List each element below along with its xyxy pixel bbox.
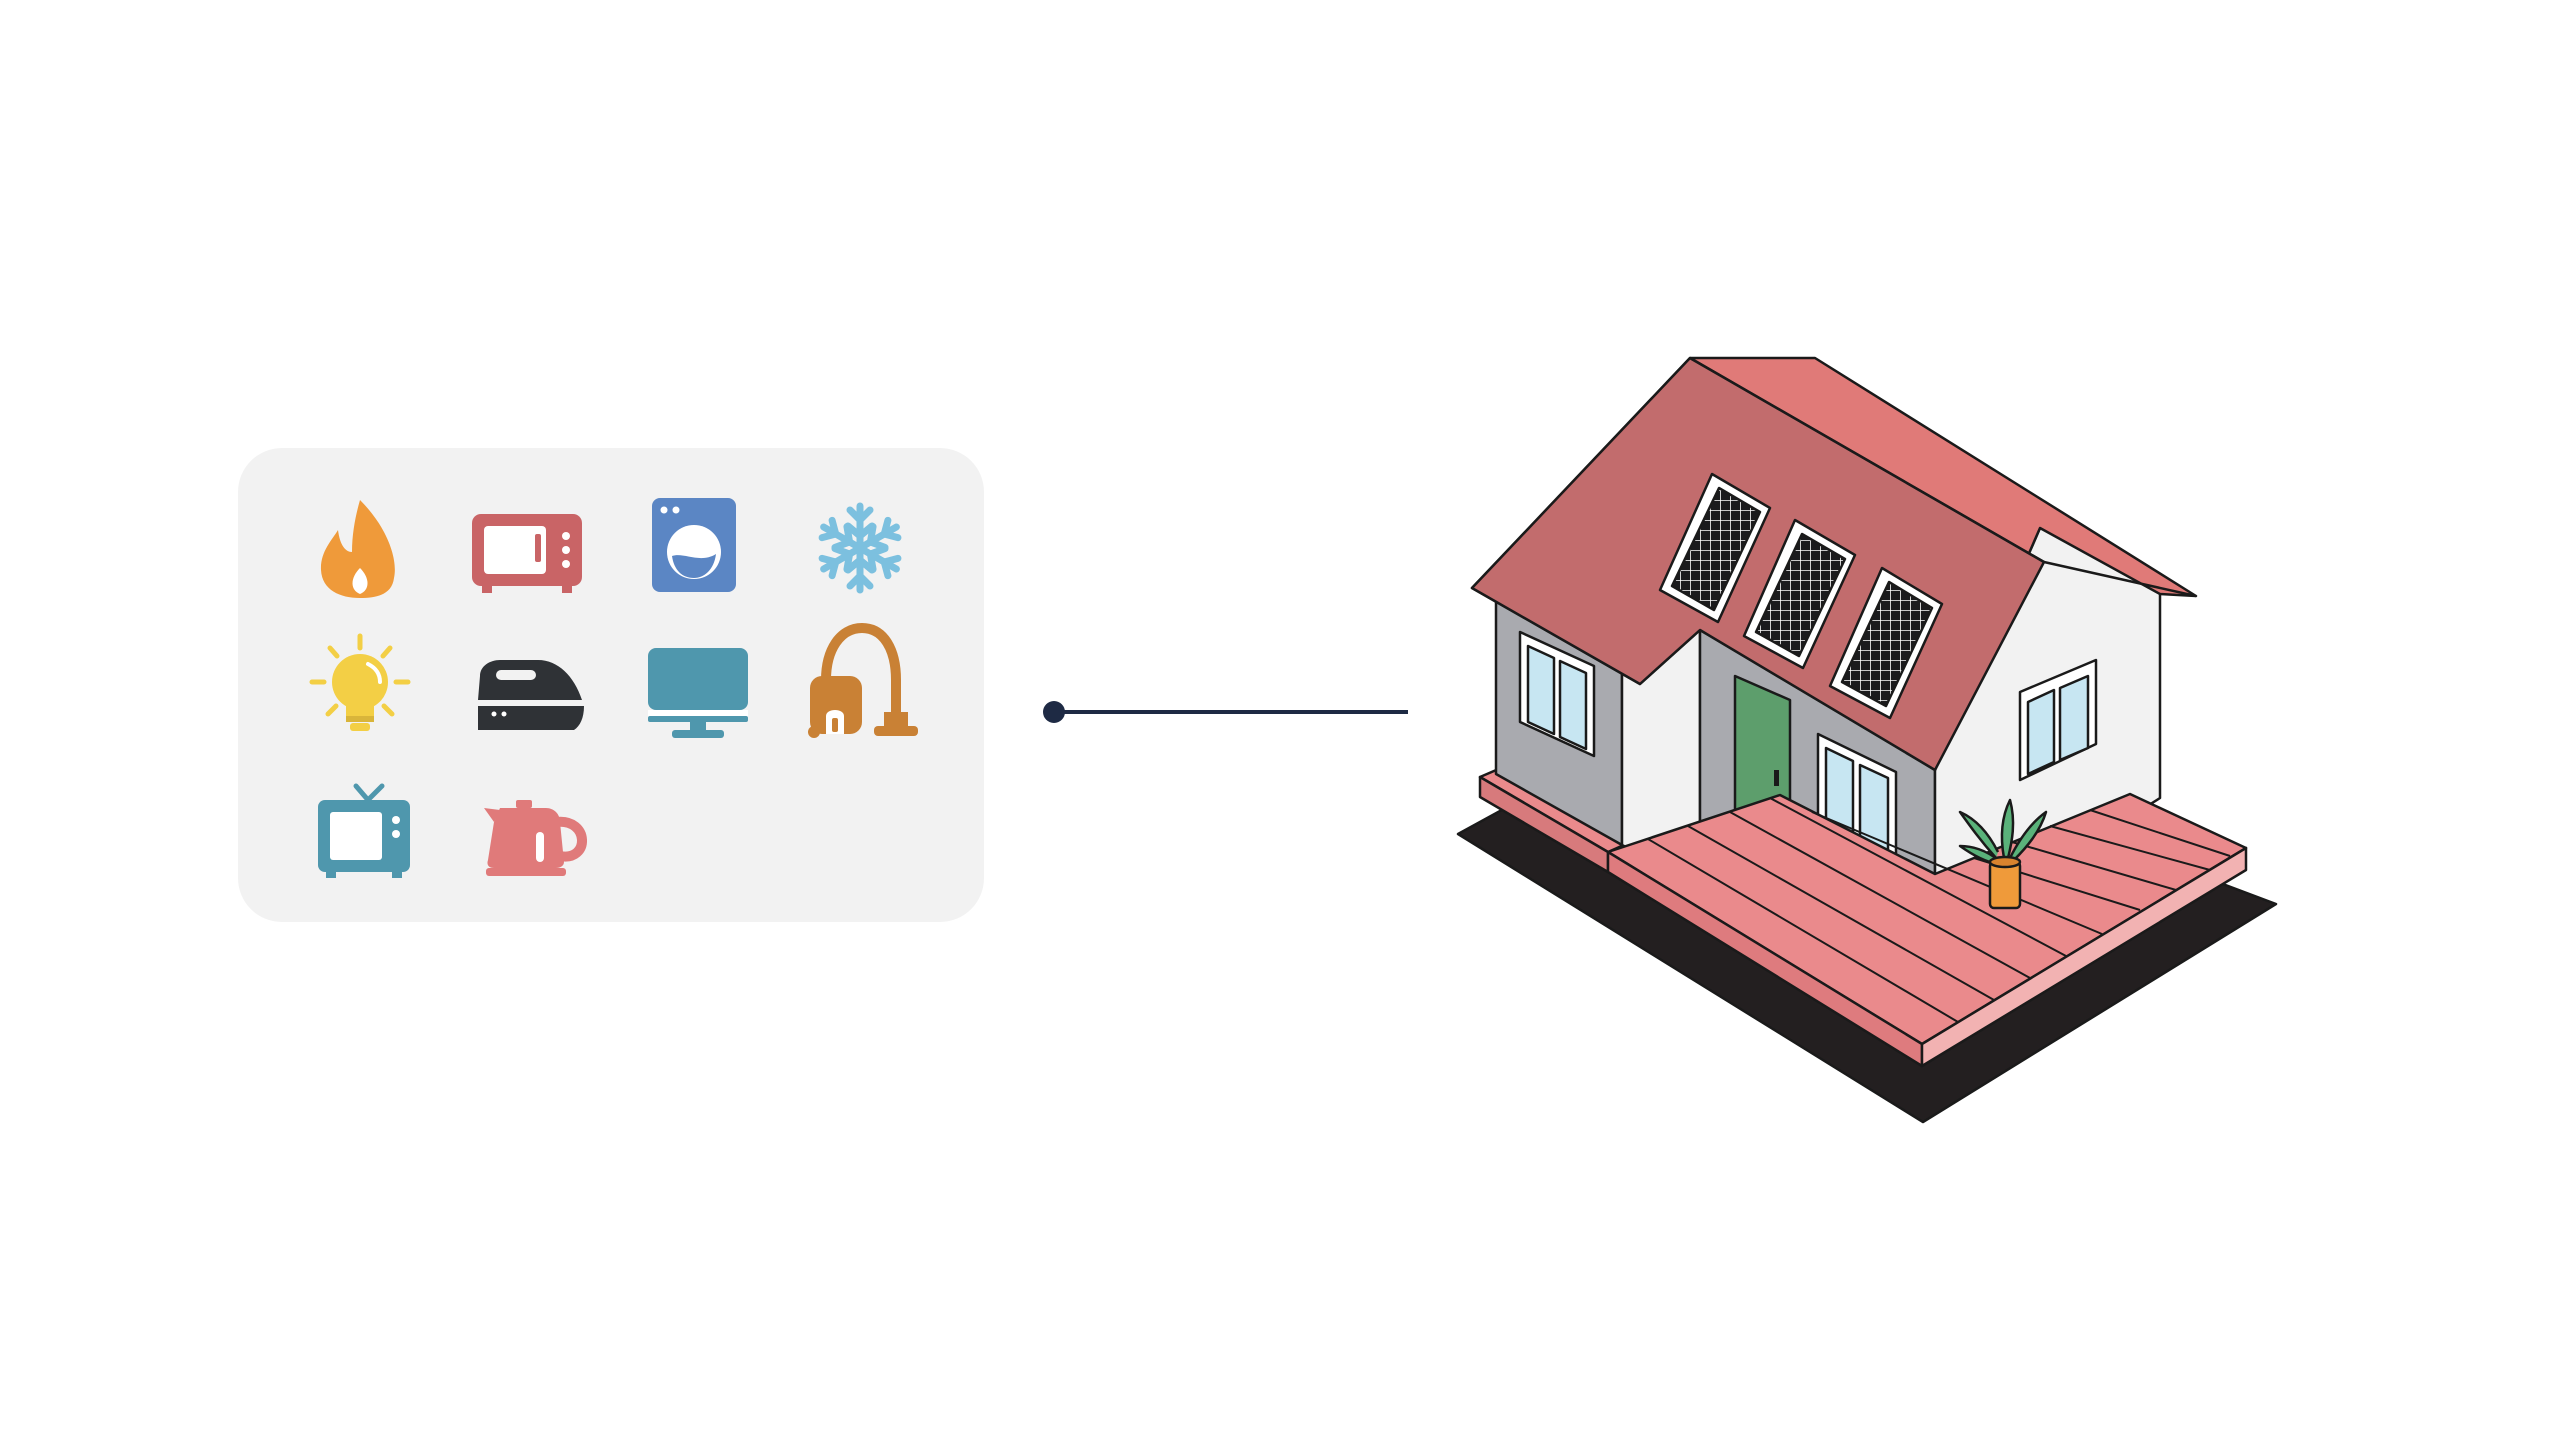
solar-panel-2 <box>1742 518 1857 670</box>
window-left <box>1518 630 1596 758</box>
vacuum-cleaner-icon <box>808 622 918 738</box>
appliances-panel <box>238 448 984 922</box>
microwave-icon <box>472 514 582 593</box>
potted-plant <box>1958 798 2048 910</box>
connector <box>1043 701 1408 723</box>
connector-endpoint <box>1043 701 1065 723</box>
solar-panels <box>1658 472 1944 720</box>
electric-kettle-icon <box>484 800 587 876</box>
appliances-panel-background <box>238 448 984 922</box>
clothes-iron-icon <box>478 660 584 730</box>
light-bulb-icon <box>309 633 411 731</box>
solar-panel-3 <box>1828 566 1944 720</box>
flame-icon <box>320 500 395 598</box>
snowflake-icon <box>818 502 903 590</box>
washing-machine-icon <box>652 498 736 592</box>
deck-main <box>1606 792 2248 1068</box>
television-icon <box>318 783 410 878</box>
house-illustration <box>1456 356 2278 1124</box>
window-right <box>2018 658 2098 782</box>
monitor-icon <box>648 648 748 738</box>
solar-panel-1 <box>1658 472 1772 624</box>
